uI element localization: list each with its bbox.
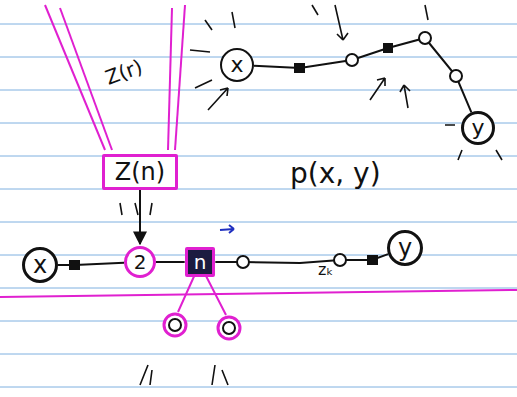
factor-square: n — [185, 247, 216, 277]
variable-circle — [334, 254, 346, 266]
stroke-arrow — [335, 5, 348, 40]
ruling-line — [0, 288, 517, 289]
observed-circle — [218, 317, 240, 339]
stroke-mark — [140, 365, 228, 385]
graph-edge — [156, 261, 185, 263]
variable-circle — [419, 32, 431, 44]
ruling-line — [0, 321, 517, 322]
chain-points — [70, 32, 462, 269]
ruling-line — [0, 156, 517, 157]
funnel-line — [168, 8, 172, 150]
stroke-mark — [195, 80, 212, 88]
node-text: x — [228, 54, 245, 76]
separator-line — [0, 290, 517, 297]
ruling-line — [0, 222, 517, 223]
ruling-line — [0, 24, 517, 25]
blue-arrow — [220, 225, 234, 233]
graph-edge — [58, 263, 124, 265]
funnel-line — [60, 8, 112, 150]
observed-circle-inner — [223, 322, 235, 334]
scribble-label: Z(r) — [103, 56, 145, 88]
factor-square — [295, 64, 304, 72]
graph-edge — [139, 190, 141, 244]
variable-circle: x — [22, 247, 58, 283]
node-text: n — [192, 252, 209, 272]
observed-circle-inner — [169, 319, 181, 331]
factor-square — [70, 261, 79, 269]
factor-square — [384, 44, 392, 52]
ruling-line — [0, 189, 517, 190]
node-text: Z(n) — [113, 160, 167, 184]
hanging-circles — [164, 272, 240, 339]
hanging-line — [178, 272, 226, 315]
node-text: 2 — [132, 252, 149, 272]
stroke-arrow — [208, 88, 228, 110]
ruling-line — [0, 387, 517, 388]
node-text: y — [396, 236, 414, 260]
variable-circle — [346, 54, 358, 66]
factor-box: Z(n) — [102, 154, 178, 190]
stroke-mark — [312, 5, 318, 15]
message-strokes — [120, 5, 502, 385]
ruling-line — [0, 354, 517, 355]
formula-label: p(x, y) — [290, 160, 381, 188]
node-text: y — [469, 117, 486, 139]
stroke-mark — [190, 50, 210, 52]
stroke-mark — [425, 5, 428, 20]
variable-circle: 2 — [124, 246, 156, 278]
index-label: zₖ — [318, 262, 333, 278]
variable-circle — [237, 256, 249, 268]
node-text: x — [31, 253, 49, 277]
graph-edge — [254, 38, 471, 112]
observed-circle — [164, 314, 186, 336]
direction-arrow — [220, 225, 234, 233]
ruling-lines — [0, 24, 517, 387]
variable-circle: y — [461, 111, 495, 145]
ruling-line — [0, 255, 517, 256]
stroke-mark — [232, 12, 235, 28]
stroke-mark — [120, 203, 152, 215]
stroke-arrow — [400, 85, 410, 108]
ruling-line — [0, 123, 517, 124]
variable-circle: x — [220, 48, 254, 82]
stroke-mark — [205, 20, 212, 30]
stroke-arrow — [370, 78, 385, 100]
funnel-line — [45, 5, 105, 150]
funnel-line — [175, 5, 185, 150]
variable-circle — [450, 70, 462, 82]
factor-square — [368, 256, 377, 264]
variable-circle: y — [387, 230, 423, 266]
ruling-line — [0, 90, 517, 91]
magenta-funnel — [0, 5, 517, 297]
